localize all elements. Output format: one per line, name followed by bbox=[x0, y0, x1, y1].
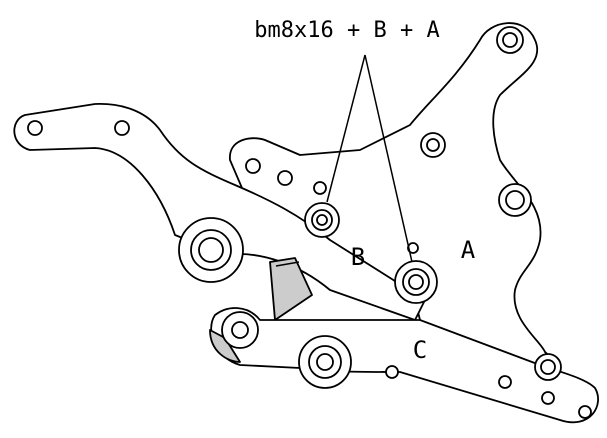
bolt-hole bbox=[505, 190, 525, 210]
linkage-rod bbox=[269, 257, 313, 321]
mount-hole bbox=[407, 242, 419, 254]
bolt-hole bbox=[540, 359, 556, 375]
adjust-hole bbox=[498, 375, 512, 389]
plate-a bbox=[229, 22, 556, 386]
pivot-bolt-a-center bbox=[408, 274, 424, 290]
label-a: A bbox=[461, 236, 476, 264]
label-c: C bbox=[413, 336, 427, 364]
label-b: B bbox=[351, 243, 365, 271]
adjust-hole bbox=[578, 405, 592, 419]
bolt-hole bbox=[502, 32, 518, 48]
lever-c-pivot-hole bbox=[231, 321, 249, 339]
mount-hole bbox=[277, 170, 293, 186]
pivot-bolt-b-center bbox=[316, 214, 328, 226]
footpeg-pivot-center bbox=[198, 237, 224, 263]
lever-c-boss-center bbox=[316, 353, 334, 371]
callout-label: bm8x16 + B + A bbox=[254, 18, 439, 43]
adjust-hole bbox=[385, 365, 399, 379]
bolt-hole bbox=[426, 138, 440, 152]
adjust-hole bbox=[541, 391, 555, 405]
mount-hole bbox=[114, 120, 130, 136]
lever-c bbox=[209, 307, 599, 423]
mount-hole bbox=[245, 158, 261, 174]
footpeg-arm bbox=[13, 103, 426, 321]
mount-hole bbox=[313, 181, 327, 195]
mount-hole bbox=[27, 120, 43, 136]
callout-leaders bbox=[326, 54, 413, 263]
